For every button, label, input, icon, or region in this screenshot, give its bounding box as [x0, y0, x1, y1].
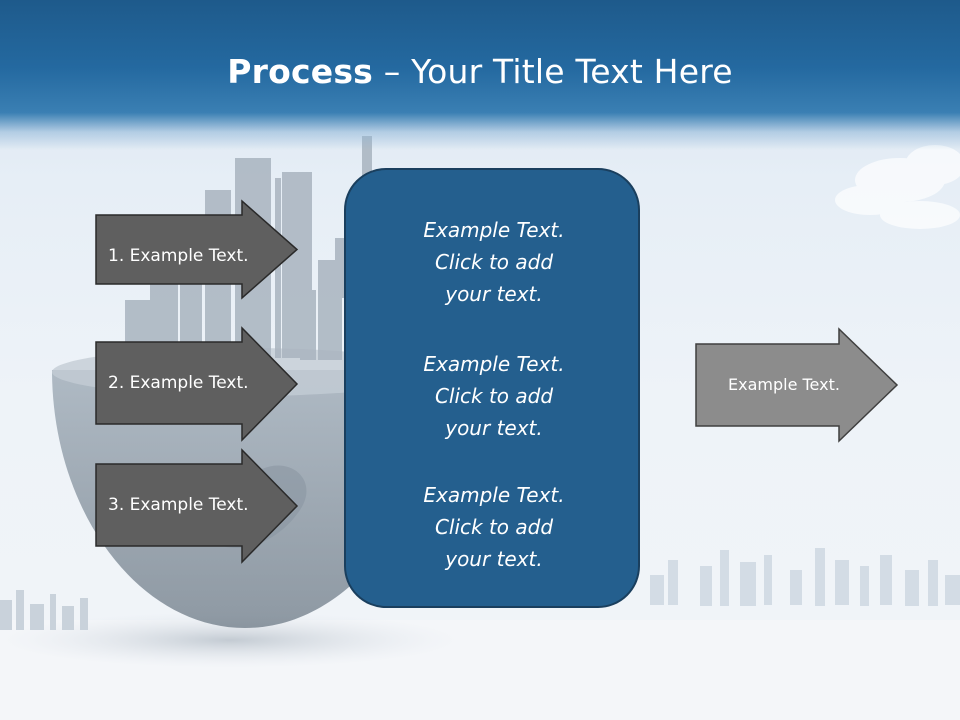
left-arrow-3[interactable] — [94, 448, 300, 564]
right-arrow[interactable] — [694, 327, 900, 443]
panel-block-2-line-2: Click to add — [434, 384, 554, 408]
panel-block-1-line-3: your text. — [445, 282, 543, 306]
left-arrow-3-label: 3. Example Text. — [108, 495, 249, 515]
panel-block-1-line-2: Click to add — [434, 250, 554, 274]
panel-text-block-2[interactable]: Example Text. Click to add your text. — [346, 348, 642, 444]
panel-block-3-line-2: Click to add — [434, 515, 554, 539]
title-rest: – Your Title Text Here — [373, 52, 733, 91]
title-bold: Process — [227, 52, 374, 91]
panel-block-1-line-1: Example Text. — [423, 218, 565, 242]
center-text-panel[interactable]: Example Text. Click to add your text. Ex… — [344, 168, 640, 608]
left-arrow-2[interactable] — [94, 326, 300, 442]
panel-block-3-line-1: Example Text. — [423, 483, 565, 507]
slide-title[interactable]: Process – Your Title Text Here — [0, 52, 960, 91]
panel-block-2-line-3: your text. — [445, 416, 543, 440]
panel-block-3-line-3: your text. — [445, 547, 543, 571]
panel-block-2-line-1: Example Text. — [423, 352, 565, 376]
left-arrow-2-label: 2. Example Text. — [108, 373, 249, 393]
title-bar — [0, 0, 960, 150]
panel-text-block-3[interactable]: Example Text. Click to add your text. — [346, 479, 642, 575]
left-arrow-1-label: 1. Example Text. — [108, 246, 249, 266]
panel-text-block-1[interactable]: Example Text. Click to add your text. — [346, 214, 642, 310]
right-arrow-label: Example Text. — [728, 374, 840, 394]
left-arrow-1[interactable] — [94, 199, 300, 300]
